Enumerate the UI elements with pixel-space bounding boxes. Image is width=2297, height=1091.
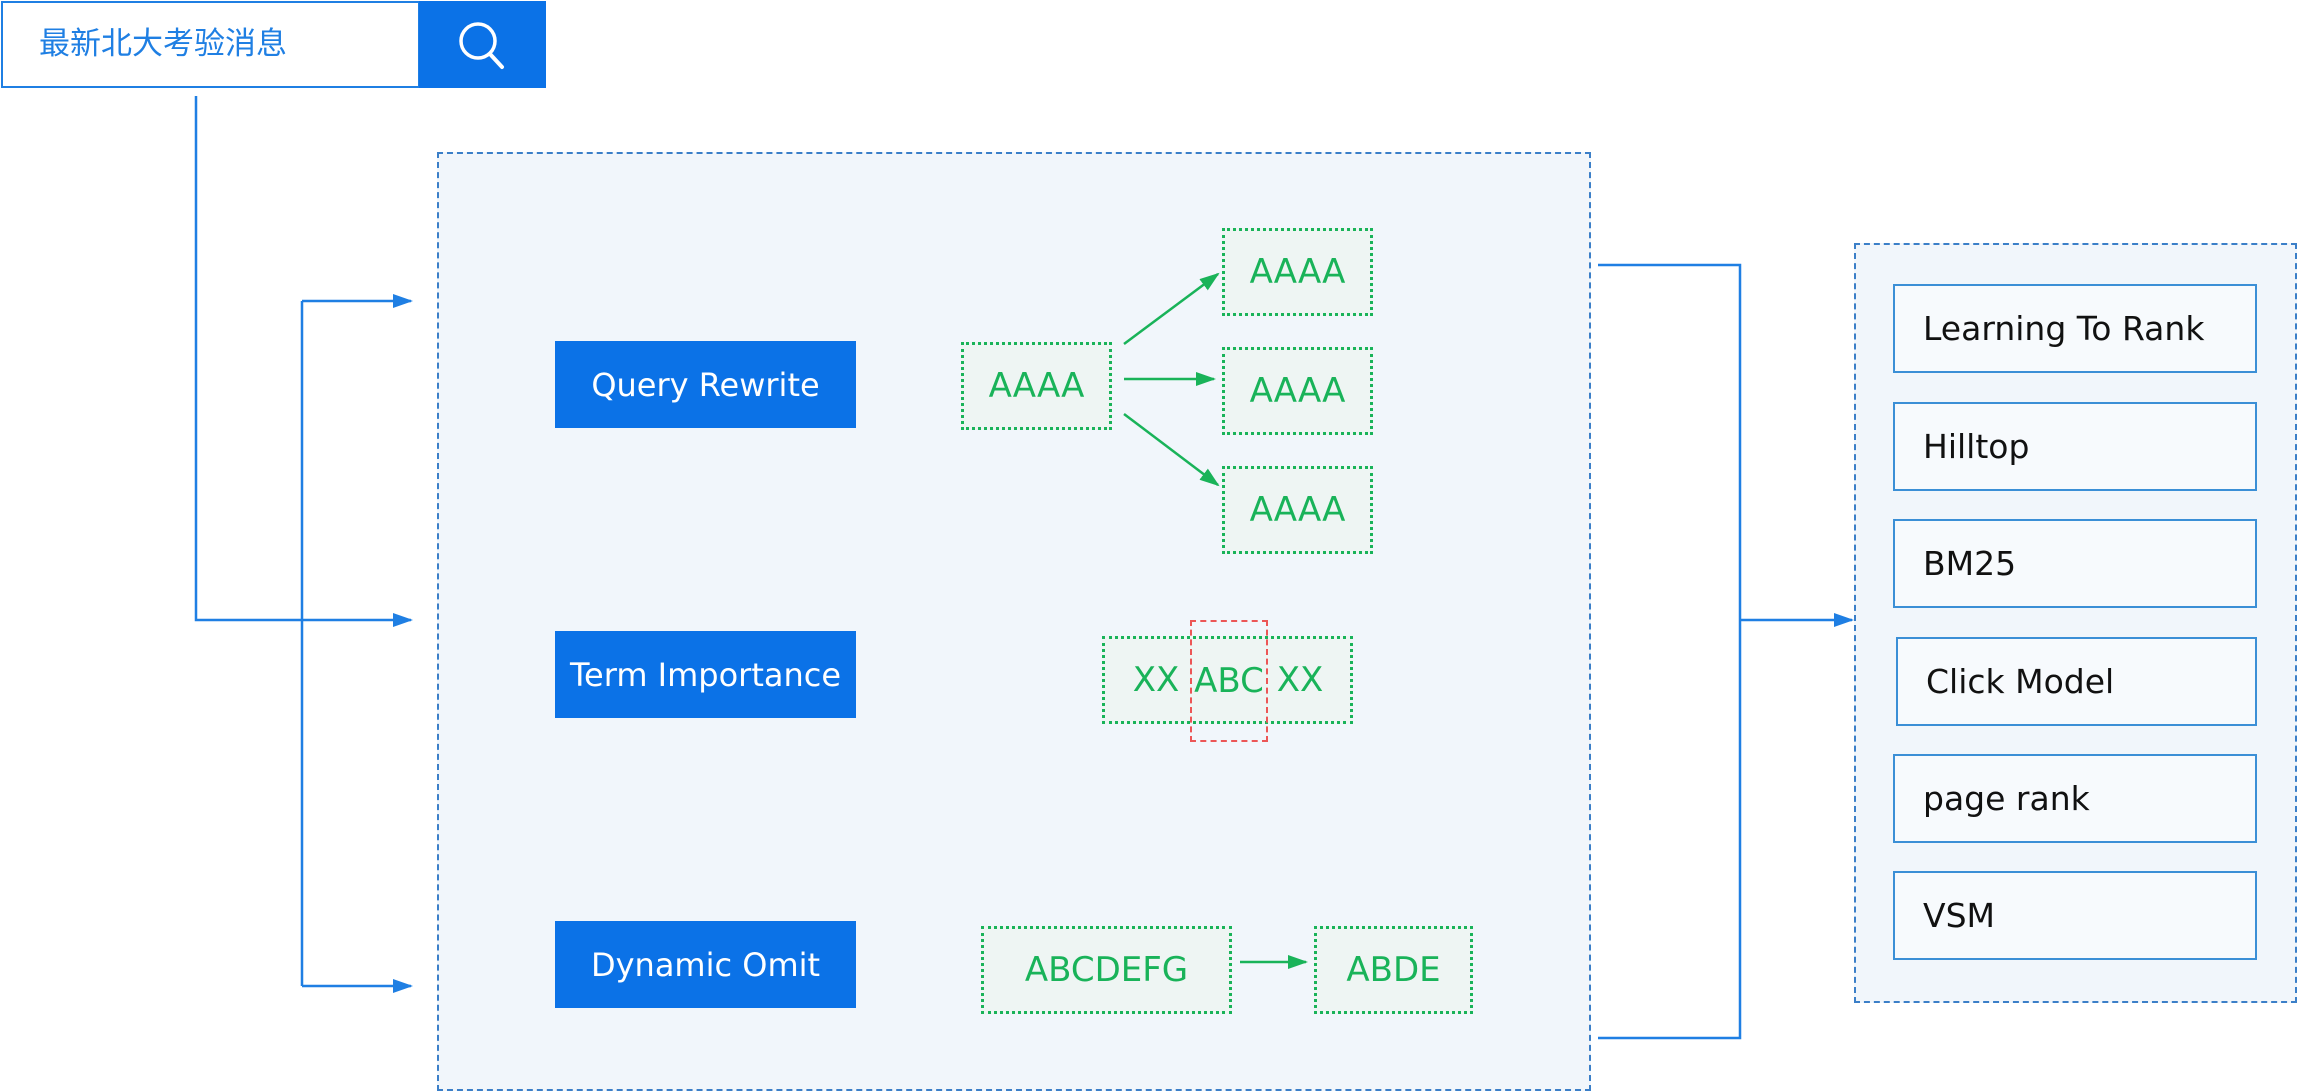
dynamic-omit-target-token: ABDE <box>1314 926 1473 1014</box>
term-left-token: XX <box>1132 660 1180 700</box>
panel-to-ranking-bracket <box>1598 263 1742 1040</box>
rewrite-arrow-up <box>1123 272 1220 346</box>
model-item-vsm: VSM <box>1893 871 2257 960</box>
query-rewrite-source-token: AAAA <box>961 342 1112 430</box>
term-right-token: XX <box>1276 660 1324 700</box>
model-item-learning-to-rank: Learning To Rank <box>1893 284 2257 373</box>
rewrite-arrow-down <box>1123 413 1220 487</box>
search-to-panel-line <box>194 96 413 627</box>
query-rewrite-button[interactable]: Query Rewrite <box>555 341 856 428</box>
query-rewrite-output-token: AAAA <box>1222 466 1373 554</box>
model-item-bm25: BM25 <box>1893 519 2257 608</box>
search-input[interactable]: 最新北大考验消息 <box>1 1 420 88</box>
search-icon <box>459 22 504 69</box>
search-button[interactable] <box>419 1 546 88</box>
model-item-hilltop: Hilltop <box>1893 402 2257 491</box>
term-importance-token-box <box>1102 636 1353 724</box>
query-rewrite-output-token: AAAA <box>1222 347 1373 435</box>
model-item-click-model: Click Model <box>1896 637 2257 726</box>
dynamic-omit-button[interactable]: Dynamic Omit <box>555 921 856 1008</box>
dynamic-omit-source-token: ABCDEFG <box>981 926 1232 1014</box>
term-important-token: ABC <box>1190 620 1268 742</box>
query-rewrite-output-token: AAAA <box>1222 228 1373 316</box>
term-importance-button[interactable]: Term Importance <box>555 631 856 718</box>
model-item-page-rank: page rank <box>1893 754 2257 843</box>
